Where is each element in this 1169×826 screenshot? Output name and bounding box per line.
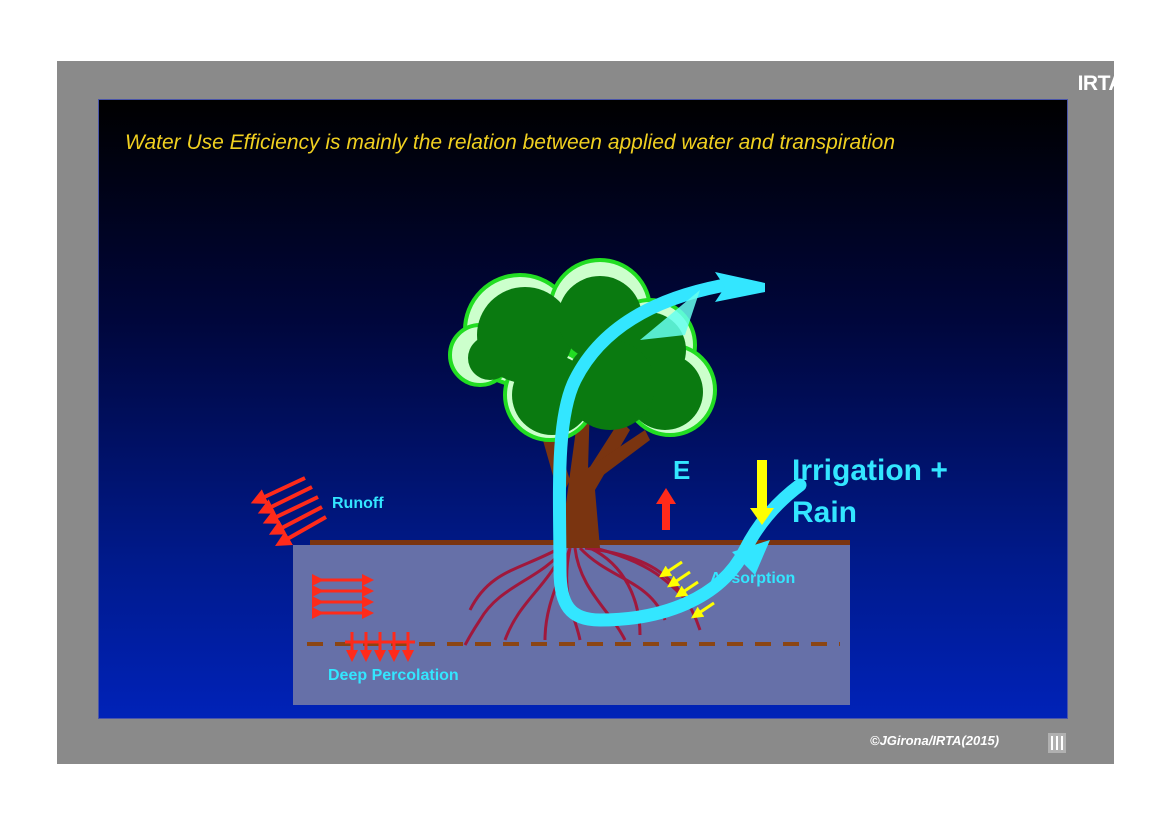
- transpiration-wedge: [640, 290, 700, 340]
- irta-logo-icon: [1048, 733, 1066, 753]
- soil-block: [293, 545, 850, 705]
- irrigation-label-line2: Rain: [792, 496, 858, 529]
- slide-caption: Water Use Efficiency is mainly the relat…: [125, 131, 896, 154]
- lateral-flow-arrows: [312, 574, 374, 619]
- tree-icon: [448, 258, 717, 442]
- irrigation-label-line1: Irrigation +: [792, 454, 948, 487]
- absorption-label: Absorption: [710, 570, 796, 587]
- absorption-arrows: [659, 560, 715, 619]
- evaporation-label: E: [673, 455, 691, 485]
- irrigation-label: Irrigation + Rain: [792, 450, 948, 534]
- copyright-footer: ©JGirona/IRTA(2015): [870, 733, 1000, 748]
- runoff-arrows: [250, 476, 327, 546]
- deep-percolation-label: Deep Percolation: [328, 667, 459, 684]
- evaporation-arrow: [656, 488, 676, 530]
- rain-arrow: [750, 460, 774, 525]
- deep-percolation-arrows: [346, 632, 414, 662]
- brand-logo: IRTA: [1077, 72, 1124, 95]
- irrigation-flow-arrow: [732, 540, 770, 575]
- runoff-label: Runoff: [332, 495, 384, 512]
- transpiration-arrow: [715, 272, 765, 302]
